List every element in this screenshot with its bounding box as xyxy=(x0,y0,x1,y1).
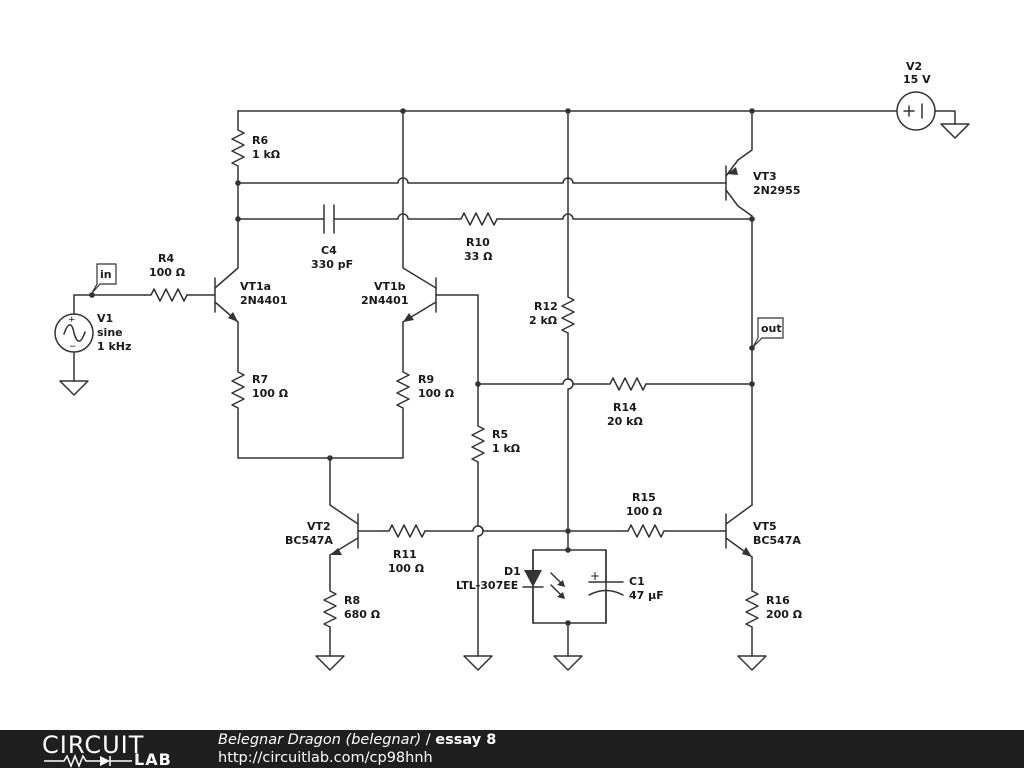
svg-text:−: − xyxy=(69,342,77,352)
label-R16-value: 200 Ω xyxy=(766,608,803,621)
label-R15-name: R15 xyxy=(632,491,656,504)
label-R10-value: 33 Ω xyxy=(464,250,493,263)
label-C1-value: 47 µF xyxy=(629,589,664,602)
transistor-VT1a xyxy=(214,255,239,323)
capacitor-C1: + xyxy=(588,549,624,624)
label-R7-value: 100 Ω xyxy=(252,387,289,400)
led-D1 xyxy=(522,549,565,624)
label-VT5-value: BC547A xyxy=(753,534,801,547)
label-R8-name: R8 xyxy=(344,594,360,607)
logo-text-top: CIRCUIT xyxy=(42,731,145,759)
resistor-R5 xyxy=(471,419,485,463)
resistor-R12 xyxy=(561,290,575,334)
label-R14-name: R14 xyxy=(613,401,637,414)
svg-text:in: in xyxy=(100,268,112,281)
footer-bar: CIRCUIT LAB Belegnar Dragon (belegnar) /… xyxy=(0,730,1024,768)
logo-text-bottom: LAB xyxy=(134,750,172,769)
resistor-R15 xyxy=(621,524,665,538)
label-R12-value: 2 kΩ xyxy=(529,314,558,327)
label-R16-name: R16 xyxy=(766,594,790,607)
resistor-R11 xyxy=(382,524,426,538)
label-V1-name: V1 xyxy=(97,312,113,325)
transistor-VT1b xyxy=(402,255,437,323)
wires xyxy=(73,110,956,657)
label-D1-value: LTL-307EE xyxy=(456,579,518,592)
dc-source-V2 xyxy=(896,91,936,131)
svg-text:out: out xyxy=(761,322,782,335)
resistor-R16 xyxy=(745,584,759,628)
label-C4-value: 330 pF xyxy=(311,258,353,271)
resistor-R9 xyxy=(396,365,410,409)
component-labels: V2 15 V R6 1 kΩ VT3 2N2955 C4 330 pF R10… xyxy=(97,60,931,621)
logo-waveform-icon xyxy=(44,754,132,768)
label-R9-name: R9 xyxy=(418,373,434,386)
label-R10-name: R10 xyxy=(466,236,490,249)
sine-source-V1: + − xyxy=(54,313,94,353)
resistor-R4 xyxy=(144,288,188,302)
label-R11-value: 100 Ω xyxy=(388,562,425,575)
label-VT1b-value: 2N4401 xyxy=(361,294,408,307)
circuit-schematic: + − + in out V2 xyxy=(54,60,970,671)
label-V1-value: 1 kHz xyxy=(97,340,131,353)
label-VT2-value: BC547A xyxy=(285,534,333,547)
author-link[interactable]: Belegnar Dragon (belegnar) xyxy=(218,732,422,748)
label-C1-name: C1 xyxy=(629,575,645,588)
label-V1-type: sine xyxy=(97,326,123,339)
resistor-R7 xyxy=(231,365,245,409)
label-R7-name: R7 xyxy=(252,373,268,386)
label-R9-value: 100 Ω xyxy=(418,387,455,400)
label-D1-name: D1 xyxy=(504,565,521,578)
label-R11-name: R11 xyxy=(393,548,417,561)
transistor-VT2 xyxy=(329,504,359,556)
ground-symbols xyxy=(59,123,970,671)
label-VT3-name: VT3 xyxy=(753,170,777,183)
net-label-in: in xyxy=(91,263,117,294)
capacitor-C4 xyxy=(323,204,335,234)
label-V2-value: 15 V xyxy=(903,73,931,86)
transistor-VT3 xyxy=(725,159,739,207)
label-R6-value: 1 kΩ xyxy=(252,148,281,161)
label-R15-value: 100 Ω xyxy=(626,505,663,518)
label-R5-name: R5 xyxy=(492,428,508,441)
svg-text:+: + xyxy=(590,569,600,583)
label-R12-name: R12 xyxy=(534,300,558,313)
svg-text:+: + xyxy=(68,315,76,325)
circuitlab-logo[interactable]: CIRCUIT LAB xyxy=(42,732,182,768)
label-VT3-value: 2N2955 xyxy=(753,184,800,197)
resistor-R14 xyxy=(603,377,647,391)
transistor-VT5 xyxy=(725,504,753,558)
credit-line: Belegnar Dragon (belegnar) / essay 8 xyxy=(218,731,496,749)
label-R5-value: 1 kΩ xyxy=(492,442,521,455)
resistor-R10 xyxy=(454,212,498,226)
resistor-R8 xyxy=(323,584,337,628)
label-R4-value: 100 Ω xyxy=(149,266,186,279)
label-VT5-name: VT5 xyxy=(753,520,777,533)
label-C4-name: C4 xyxy=(321,244,337,257)
net-label-out: out xyxy=(752,317,784,348)
label-R8-value: 680 Ω xyxy=(344,608,381,621)
resistor-R6 xyxy=(231,123,245,173)
junctions xyxy=(89,108,755,626)
label-VT1b-name: VT1b xyxy=(374,280,406,293)
label-VT1a-name: VT1a xyxy=(240,280,271,293)
label-R14-value: 20 kΩ xyxy=(607,415,643,428)
label-R4-name: R4 xyxy=(158,252,174,265)
credit-separator: / xyxy=(421,732,436,748)
circuit-url-link[interactable]: http://circuitlab.com/cp98hnh xyxy=(218,750,433,766)
label-V2-name: V2 xyxy=(906,60,922,73)
label-VT2-name: VT2 xyxy=(307,520,331,533)
circuit-title[interactable]: essay 8 xyxy=(435,732,497,748)
label-VT1a-value: 2N4401 xyxy=(240,294,287,307)
label-R6-name: R6 xyxy=(252,134,268,147)
